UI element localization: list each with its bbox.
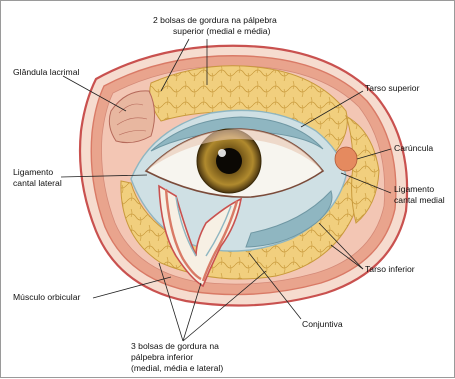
label-superior-tarsus: Tarso superior: [365, 83, 420, 93]
label-superior-fat-line2: superior (medial e média): [173, 26, 271, 36]
label-medial-ligament-line2: cantal medial: [394, 195, 445, 205]
label-conjunctiva: Conjuntiva: [302, 319, 343, 329]
label-lacrimal-gland: Glândula lacrimal: [13, 67, 79, 77]
label-medial-ligament-line1: Ligamento: [394, 184, 434, 194]
label-superior-fat-line1: 2 bolsas de gordura na pálpebra: [153, 15, 277, 25]
label-lateral-ligament-line2: cantal lateral: [13, 178, 62, 188]
label-lateral-ligament-line1: Ligamento: [13, 167, 53, 177]
label-inferior-fat-line1: 3 bolsas de gordura na: [131, 341, 219, 351]
label-inferior-fat-line3: (medial, média e lateral): [131, 363, 223, 373]
label-inferior-tarsus: Tarso inferior: [365, 264, 415, 274]
label-orbicularis: Músculo orbicular: [13, 292, 80, 302]
label-caruncle: Carúncula: [394, 143, 433, 153]
label-inferior-fat-line2: pálpebra inferior: [131, 352, 193, 362]
caruncle-shape: [335, 147, 357, 171]
